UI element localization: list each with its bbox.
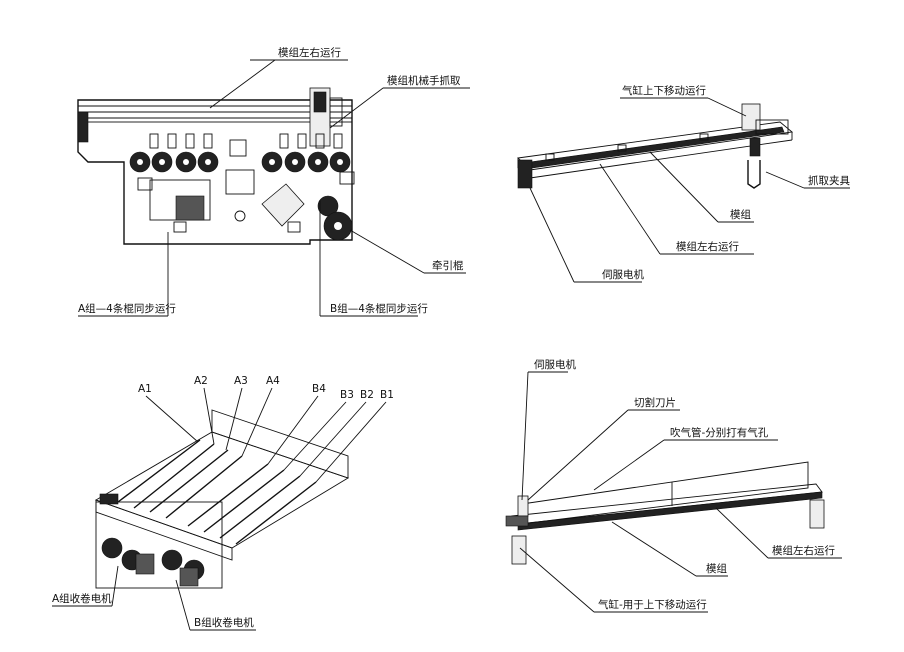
label-module: 模组 [730, 208, 751, 221]
label-module-lr-3: 模组左右运行 [772, 544, 835, 557]
label-a3: A3 [234, 375, 248, 387]
a-group-small-rollers [149, 133, 343, 149]
label-a1: A1 [138, 383, 152, 395]
label-a-motor: A组收卷电机 [52, 592, 112, 605]
gantry-view: 气缸上下移动运行 抓取夹具 模组 模组左右运行 伺服电机 [517, 84, 850, 283]
front-view: 模组左右运行 模组机械手抓取 牵引棍 A组—4条棍同步运行 B组—4条棍同步运行 [77, 46, 470, 317]
roller-bed-view: A1 A2 A3 A4 B4 B3 B2 B1 A组收卷电机 B组收卷电机 [52, 375, 394, 631]
label-module-lr: 模组左右运行 [278, 46, 341, 59]
label-clamp: 抓取夹具 [808, 174, 850, 187]
label-b4: B4 [312, 383, 326, 395]
label-a4: A4 [266, 375, 280, 387]
label-a2: A2 [194, 375, 208, 387]
a-group-rollers [129, 151, 219, 173]
label-gripper: 模组机械手抓取 [387, 74, 461, 87]
label-traction-roller: 牵引棍 [432, 259, 464, 272]
label-b2: B2 [360, 389, 374, 401]
label-module-lr-2: 模组左右运行 [676, 240, 739, 253]
label-b1: B1 [380, 389, 394, 401]
label-b3: B3 [340, 389, 354, 401]
b-group-rollers [261, 151, 351, 173]
label-module-2: 模组 [706, 562, 727, 575]
label-blade: 切割刀片 [634, 396, 676, 409]
label-blow-pipe: 吹气管-分别打有气孔 [670, 426, 769, 439]
label-a-group: A组—4条棍同步运行 [78, 302, 176, 315]
roller-set [117, 439, 317, 545]
label-servo: 伺服电机 [602, 268, 644, 281]
label-cylinder: 气缸-用于上下移动运行 [598, 598, 707, 611]
label-b-motor: B组收卷电机 [194, 616, 254, 629]
label-b-group: B组—4条棍同步运行 [330, 302, 428, 315]
label-cylinder-updown: 气缸上下移动运行 [622, 84, 706, 97]
label-servo-2: 伺服电机 [534, 358, 576, 371]
cutter-view: 伺服电机 切割刀片 吹气管-分别打有气孔 模组左右运行 模组 气缸-用于上下移动… [505, 358, 842, 613]
